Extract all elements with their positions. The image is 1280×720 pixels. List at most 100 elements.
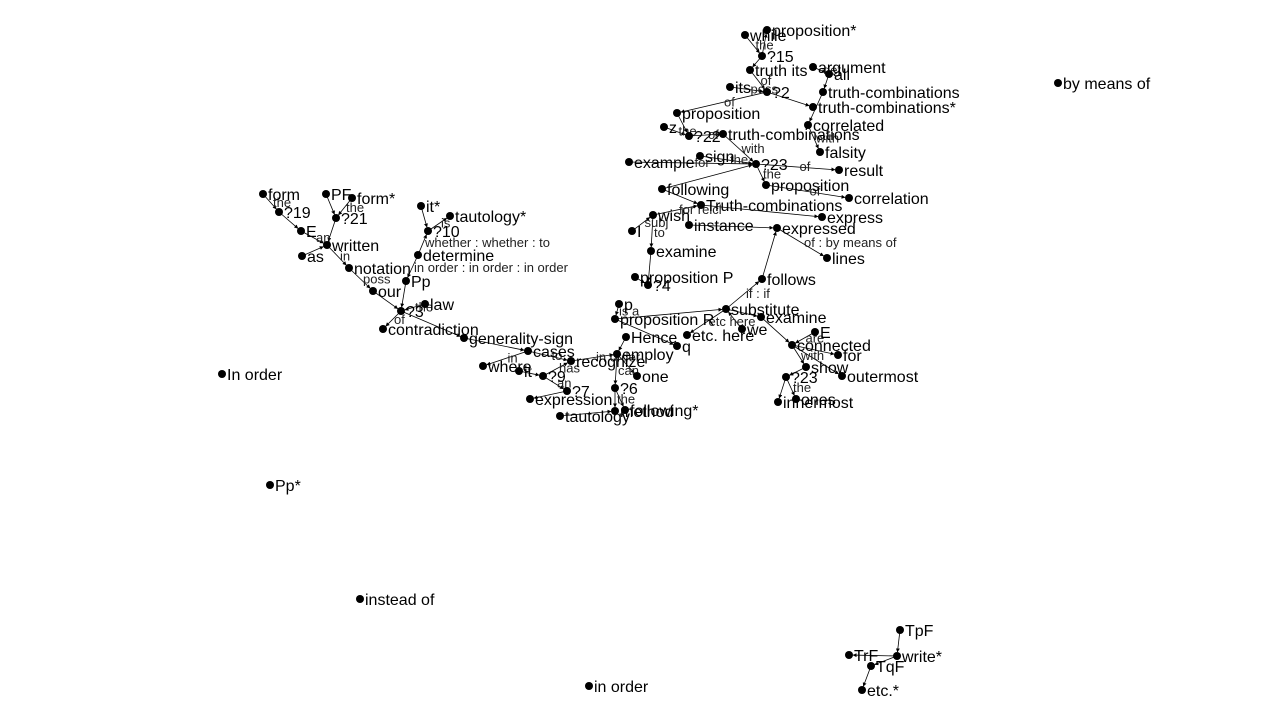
node-q6[interactable]: ?6: [611, 381, 638, 398]
node-dot[interactable]: [379, 325, 387, 333]
node-q23a[interactable]: ?23: [752, 157, 788, 174]
node-tpf[interactable]: TpF: [896, 623, 934, 640]
node-dot[interactable]: [218, 370, 226, 378]
node-dot[interactable]: [673, 109, 681, 117]
node-our[interactable]: our: [369, 284, 402, 301]
node-dot[interactable]: [762, 181, 770, 189]
node-dot[interactable]: [515, 367, 523, 375]
node-while[interactable]: while: [741, 28, 787, 45]
node-dot[interactable]: [738, 325, 746, 333]
node-dot[interactable]: [460, 334, 468, 342]
node-written[interactable]: written: [323, 238, 379, 255]
node-dot[interactable]: [809, 103, 817, 111]
node-dot[interactable]: [563, 387, 571, 395]
node-dot[interactable]: [673, 342, 681, 350]
node-etc_here[interactable]: etc. here: [683, 328, 754, 345]
node-dot[interactable]: [1054, 79, 1062, 87]
node-proposition_p[interactable]: proposition P: [631, 270, 733, 287]
node-q9[interactable]: ?9: [539, 369, 566, 386]
node-dot[interactable]: [719, 130, 727, 138]
node-express[interactable]: express: [818, 210, 883, 227]
node-z[interactable]: z: [660, 120, 677, 137]
node-outermost[interactable]: outermost: [838, 369, 919, 386]
node-q2[interactable]: ?2: [763, 85, 790, 102]
node-dot[interactable]: [649, 211, 657, 219]
node-q15[interactable]: ?15: [758, 49, 794, 66]
node-hence[interactable]: Hence: [622, 330, 677, 347]
node-generality_sign[interactable]: generality-sign: [460, 331, 573, 348]
node-dot[interactable]: [685, 221, 693, 229]
node-dot[interactable]: [792, 395, 800, 403]
node-dot[interactable]: [567, 357, 575, 365]
node-q4[interactable]: ?4: [644, 278, 671, 295]
node-dot[interactable]: [647, 247, 655, 255]
node-tautology_star[interactable]: tautology*: [446, 209, 526, 226]
node-connected[interactable]: connected: [788, 338, 871, 355]
node-dot[interactable]: [838, 372, 846, 380]
node-dot[interactable]: [802, 363, 810, 371]
node-result[interactable]: result: [835, 163, 884, 180]
node-dot[interactable]: [845, 651, 853, 659]
node-dot[interactable]: [683, 331, 691, 339]
node-follows[interactable]: follows: [758, 272, 816, 289]
node-dot[interactable]: [757, 313, 765, 321]
node-employ[interactable]: employ: [613, 347, 674, 364]
node-pf[interactable]: PF: [322, 187, 352, 204]
node-truth_combinations_star[interactable]: truth-combinations*: [809, 100, 956, 117]
node-dot[interactable]: [628, 227, 636, 235]
node-truth_combinations_c[interactable]: Truth-combinations: [697, 198, 842, 215]
node-p[interactable]: p: [615, 297, 633, 314]
node-one[interactable]: one: [633, 369, 669, 386]
node-tautology[interactable]: tautology: [556, 409, 630, 426]
node-dot[interactable]: [613, 350, 621, 358]
node-dot[interactable]: [323, 241, 331, 249]
node-notation[interactable]: notation: [345, 261, 411, 278]
node-lines[interactable]: lines: [823, 251, 865, 268]
node-dot[interactable]: [539, 372, 547, 380]
node-wish[interactable]: wish: [649, 208, 690, 225]
node-q3[interactable]: ?3: [397, 304, 424, 321]
node-contradiction[interactable]: contradiction: [379, 322, 479, 339]
node-dot[interactable]: [773, 224, 781, 232]
node-dot[interactable]: [835, 166, 843, 174]
node-in_order_a[interactable]: In order: [218, 367, 283, 384]
node-dot[interactable]: [788, 341, 796, 349]
node-dot[interactable]: [297, 227, 305, 235]
node-etc_star[interactable]: etc.*: [858, 683, 899, 700]
node-dot[interactable]: [752, 160, 760, 168]
node-proposition_b[interactable]: proposition: [762, 178, 849, 195]
node-dot[interactable]: [322, 190, 330, 198]
node-it[interactable]: it: [515, 364, 533, 381]
node-following[interactable]: following: [658, 182, 729, 199]
node-dot[interactable]: [763, 26, 771, 34]
node-proposition_a[interactable]: proposition: [673, 106, 760, 123]
node-dot[interactable]: [858, 686, 866, 694]
node-dot[interactable]: [722, 305, 730, 313]
node-e_b[interactable]: E: [811, 325, 831, 342]
node-we[interactable]: we: [738, 322, 768, 339]
node-dot[interactable]: [414, 251, 422, 259]
node-dot[interactable]: [660, 123, 668, 131]
node-instead_of[interactable]: instead of: [356, 592, 435, 609]
node-q19[interactable]: ?19: [275, 205, 311, 222]
node-form[interactable]: form: [259, 187, 300, 204]
node-dot[interactable]: [867, 662, 875, 670]
node-example[interactable]: example: [625, 155, 695, 172]
node-dot[interactable]: [685, 132, 693, 140]
node-cases[interactable]: cases: [524, 344, 575, 361]
node-truth_combinations_a[interactable]: truth-combinations: [819, 85, 960, 102]
node-dot[interactable]: [823, 254, 831, 262]
node-dot[interactable]: [275, 208, 283, 216]
node-dot[interactable]: [266, 481, 274, 489]
node-recognize[interactable]: recognize: [567, 354, 645, 371]
node-dot[interactable]: [811, 328, 819, 336]
node-dot[interactable]: [825, 70, 833, 78]
node-argument[interactable]: argument: [809, 60, 886, 77]
node-q[interactable]: q: [673, 339, 691, 356]
node-correlation[interactable]: correlation: [845, 191, 929, 208]
node-dot[interactable]: [631, 273, 639, 281]
node-dot[interactable]: [896, 626, 904, 634]
node-dot[interactable]: [845, 194, 853, 202]
node-examine_b[interactable]: examine: [757, 310, 827, 327]
node-dot[interactable]: [741, 31, 749, 39]
